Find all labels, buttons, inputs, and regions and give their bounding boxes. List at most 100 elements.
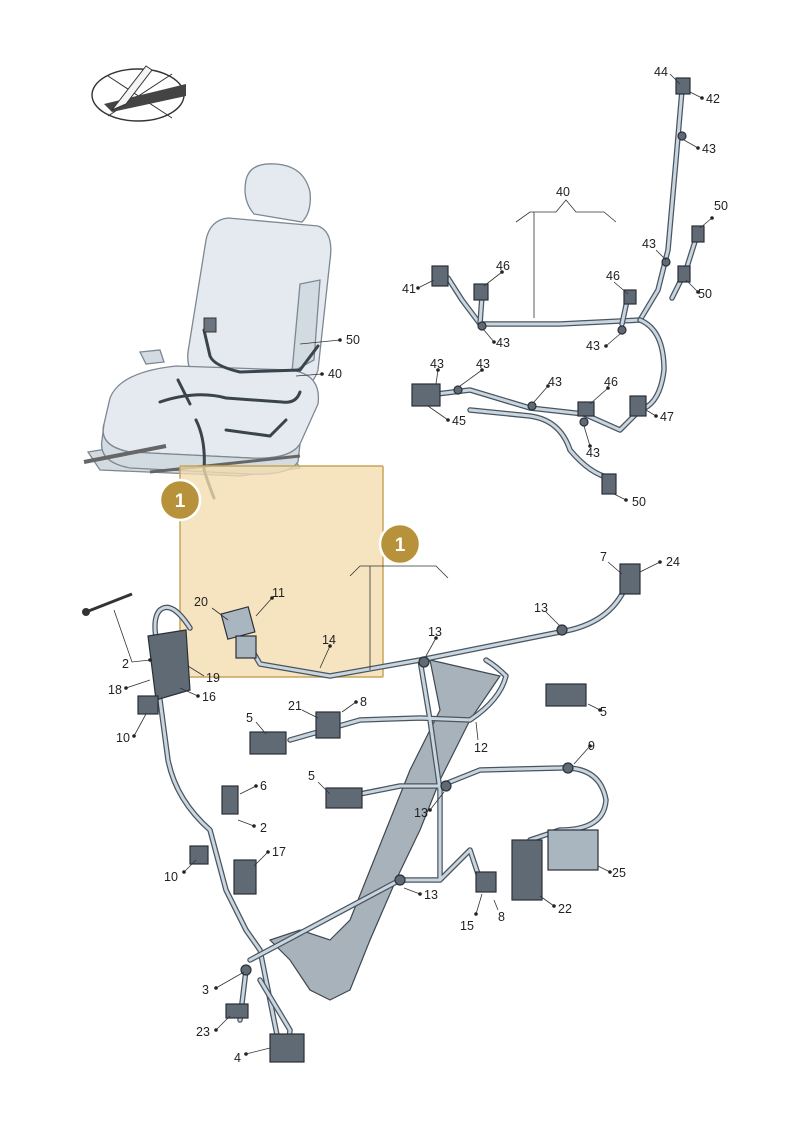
callout-43-d: 43 [586,333,621,353]
callout-40-harness: 40 [556,185,570,199]
svg-text:18: 18 [108,683,122,697]
svg-text:7: 7 [600,550,607,564]
svg-text:42: 42 [706,92,720,106]
callout-13-c: 13 [414,791,445,820]
svg-text:5: 5 [600,705,607,719]
svg-text:13: 13 [534,601,548,615]
cushion-harness [82,563,641,1063]
svg-text:16: 16 [202,690,216,704]
svg-text:43: 43 [430,357,444,371]
svg-text:23: 23 [196,1025,210,1039]
callout-50-b: 50 [699,199,728,229]
svg-text:8: 8 [360,695,367,709]
svg-text:43: 43 [586,446,600,460]
callout-40-seat: 40 [295,367,342,381]
callout-19: 19 [187,665,220,685]
callout-2-a: 2 [113,609,152,671]
svg-text:24: 24 [666,555,680,569]
svg-text:50: 50 [632,495,646,509]
svg-text:13: 13 [428,625,442,639]
svg-text:10: 10 [164,870,178,884]
svg-text:12: 12 [474,741,488,755]
svg-text:50: 50 [346,333,360,347]
callout-16: 16 [179,687,216,704]
callout-13-d: 13 [403,887,438,902]
callouts: 50 40 44 42 43 40 50 43 46 46 41 50 43 4… [108,65,728,1065]
callout-42: 42 [689,91,720,106]
callout-46-a: 46 [483,259,510,287]
svg-text:41: 41 [402,282,416,296]
callout-25: 25 [597,865,626,880]
svg-text:5: 5 [246,711,253,725]
svg-text:4: 4 [234,1051,241,1065]
svg-text:44: 44 [654,65,668,79]
callout-20: 20 [194,595,229,621]
callout-43-b: 43 [642,237,667,261]
callout-50-d: 50 [613,493,646,509]
svg-text:15: 15 [460,919,474,933]
svg-text:2: 2 [122,657,129,671]
callout-7: 7 [600,550,623,575]
callout-13-b: 13 [425,625,442,657]
svg-text:43: 43 [496,336,510,350]
svg-text:21: 21 [288,699,302,713]
callout-8-b: 8 [493,899,505,924]
callout-44: 44 [654,65,681,85]
orientation-icon [91,65,186,122]
callout-2-b: 2 [237,819,267,835]
callout-21: 21 [288,699,319,719]
callout-43-c: 43 [483,329,510,350]
svg-text:43: 43 [586,339,600,353]
callout-50-c: 50 [685,279,712,301]
callout-46-c: 46 [589,375,618,405]
callout-10-b: 10 [164,859,197,884]
svg-text:43: 43 [642,237,656,251]
svg-text:8: 8 [498,910,505,924]
callout-14: 14 [319,633,336,669]
svg-text:43: 43 [476,357,490,371]
svg-text:46: 46 [604,375,618,389]
callout-22: 22 [539,895,572,916]
callout-41: 41 [402,279,435,296]
svg-text:25: 25 [612,866,626,880]
svg-text:6: 6 [260,779,267,793]
callout-24: 24 [639,555,680,573]
callout-8-a: 8 [341,695,367,713]
callout-50-seat: 50 [299,333,360,347]
callout-5-a: 5 [246,711,267,735]
svg-text:43: 43 [548,375,562,389]
svg-text:40: 40 [328,367,342,381]
svg-text:10: 10 [116,731,130,745]
svg-text:17: 17 [272,845,286,859]
svg-text:45: 45 [452,414,466,428]
svg-text:46: 46 [606,269,620,283]
svg-text:2: 2 [260,821,267,835]
svg-text:3: 3 [202,983,209,997]
callout-12: 12 [474,721,488,755]
callout-10-a: 10 [116,713,147,745]
callout-18: 18 [108,679,151,697]
callout-5-b: 5 [587,703,607,719]
svg-text:5: 5 [308,769,315,783]
svg-text:47: 47 [660,410,674,424]
backrest-harness [411,77,705,495]
callout-9: 9 [573,739,595,765]
callout-23: 23 [196,1015,231,1039]
callout-15: 15 [460,893,483,933]
svg-text:11: 11 [272,586,285,600]
callout-46-b: 46 [606,269,629,295]
callout-11: 11 [255,586,285,617]
callout-43-a: 43 [683,139,716,156]
callout-4: 4 [234,1047,271,1065]
callout-13-a: 13 [534,601,561,627]
svg-text:50: 50 [698,287,712,301]
callout-43-h: 43 [583,425,600,460]
svg-text:43: 43 [702,142,716,156]
svg-text:1: 1 [395,535,406,556]
callout-43-e: 43 [430,357,444,385]
svg-text:13: 13 [424,888,438,902]
callout-43-g: 43 [533,375,562,403]
svg-text:13: 13 [414,806,428,820]
svg-text:22: 22 [558,902,572,916]
